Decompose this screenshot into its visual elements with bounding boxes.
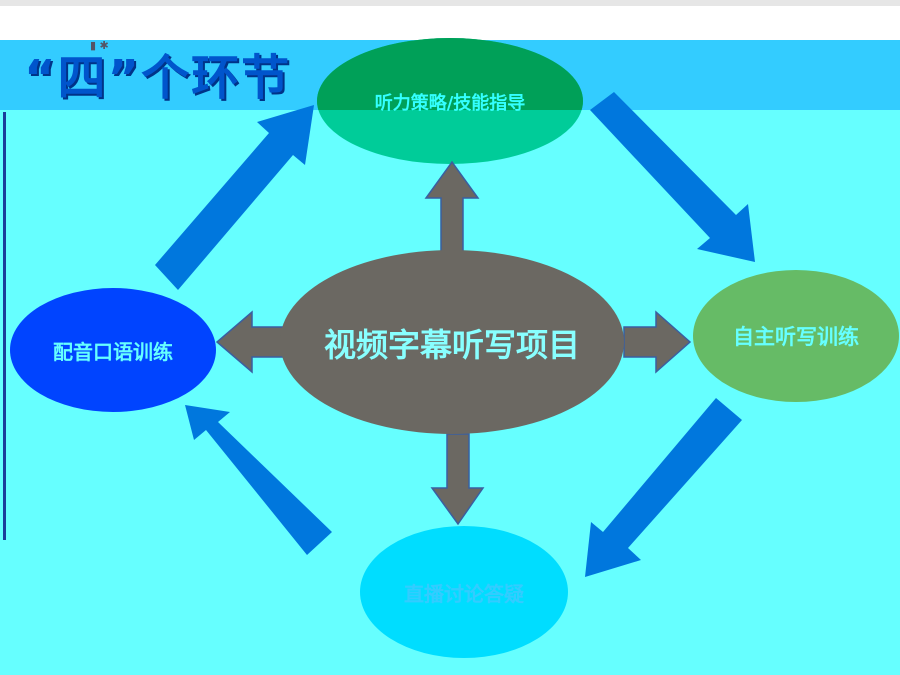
spoke-arrow-down (430, 433, 485, 526)
center-node-label: 视频字幕听写项目 (323, 326, 580, 364)
cycle-arrow-left-to-top (155, 105, 314, 290)
spoke-arrow-left (215, 310, 285, 374)
node-left-label: 配音口语训练 (53, 339, 173, 364)
spoke-arrow-right (623, 310, 692, 374)
cycle-arrow-bottom-to-left (185, 405, 332, 555)
node-right (693, 270, 899, 402)
slide-title: “四”个环节 (24, 50, 292, 106)
cycle-arrow-right-to-bottom (585, 398, 742, 577)
spoke-arrow-up (424, 160, 480, 253)
center-node (280, 250, 624, 434)
node-bottom-label: 直播讨论答疑 (404, 581, 524, 606)
node-left (10, 288, 216, 412)
toolbar-glyph-icon: ▮ ✱ (90, 39, 109, 52)
left-border-rule (3, 112, 6, 675)
header-white-bar (0, 6, 900, 40)
cycle-arrow-top-to-right (590, 92, 755, 262)
top-strip (0, 0, 900, 6)
node-top-label: 听力策略/技能指导 (374, 93, 526, 114)
node-right-label: 自主听写训练 (733, 325, 859, 349)
node-bottom (360, 526, 568, 658)
